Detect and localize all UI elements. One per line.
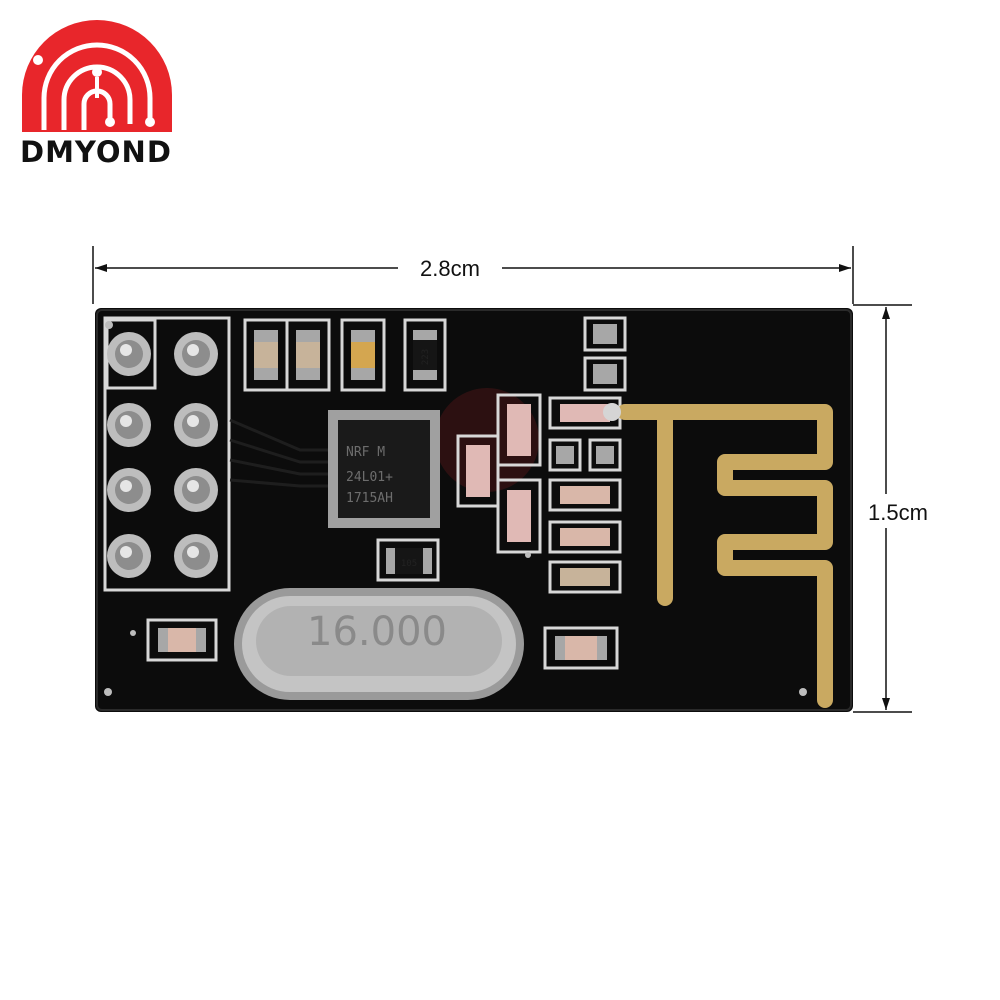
- pin-2: [174, 332, 218, 376]
- brand-logo: DMYOND: [20, 20, 172, 169]
- pin-3: [107, 403, 151, 447]
- passive-components: [146, 316, 627, 670]
- width-label: 2.8cm: [420, 256, 480, 281]
- nrf24l01-module: 223 NRF M 24L01+ 1715AH 105: [95, 308, 853, 712]
- resistor-105: 105: [376, 538, 440, 582]
- brand-name: DMYOND: [20, 135, 172, 169]
- pin-1: [107, 332, 151, 376]
- pcb-vias: [104, 321, 807, 696]
- resistor-marking-223: 223: [421, 349, 431, 365]
- crystal-oscillator: 16.000: [234, 588, 524, 700]
- pcb-traces: [229, 418, 340, 488]
- top-capacitors: 223: [243, 318, 447, 392]
- pin-5: [107, 468, 151, 512]
- width-dimension: 2.8cm: [92, 246, 854, 304]
- resistor-marking-105: 105: [401, 559, 417, 569]
- height-dimension: 1.5cm: [853, 304, 928, 713]
- height-label: 1.5cm: [868, 500, 928, 525]
- nrf24l01-chip: NRF M 24L01+ 1715AH: [328, 410, 440, 528]
- pin-7: [107, 534, 151, 578]
- pin-4: [174, 403, 218, 447]
- chip-marking-line-2: 24L01+: [346, 470, 393, 485]
- pin-8: [174, 534, 218, 578]
- pcb-antenna: [603, 403, 833, 708]
- pin-6: [174, 468, 218, 512]
- pin-header: [103, 316, 231, 592]
- chip-marking-line-1: NRF M: [346, 445, 385, 460]
- circuit-arch-icon: [22, 20, 172, 132]
- chip-marking-line-3: 1715AH: [346, 491, 393, 506]
- crystal-frequency-label: 16.000: [307, 609, 447, 655]
